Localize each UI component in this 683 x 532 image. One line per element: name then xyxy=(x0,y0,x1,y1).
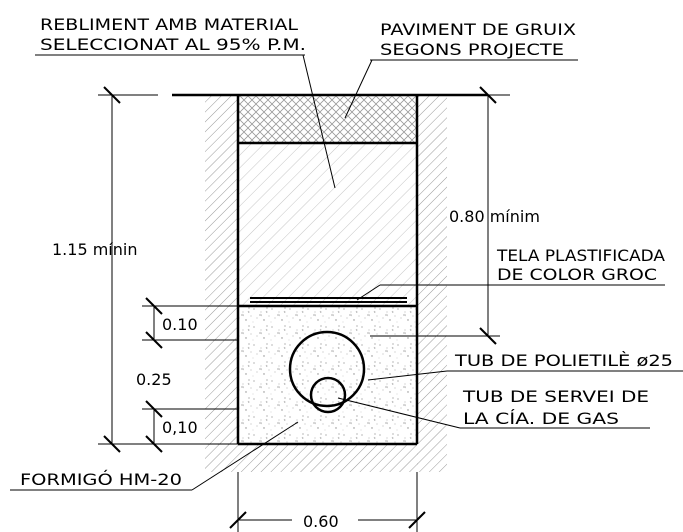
warning-tape xyxy=(250,297,407,303)
concrete-label: FORMIGÓ HM-20 xyxy=(20,470,182,489)
pavement-label-line2: SEGONS PROJECTE xyxy=(380,40,564,59)
soil-right xyxy=(205,95,447,472)
leader-lines xyxy=(10,54,683,491)
pavement-layer xyxy=(238,95,417,143)
min-depth-label: 0.80 mínim xyxy=(449,207,540,226)
dimension-ticks xyxy=(103,86,497,529)
backfill-label-line2: SELECCIONAT AL 95% P.M. xyxy=(40,35,306,54)
gas-pipe-label-line1: TUB DE SERVEI DE xyxy=(462,387,649,406)
backfill-label-line1: REBLIMENT AMB MATERIAL xyxy=(40,15,298,34)
trench-outline xyxy=(236,95,419,446)
gas-pipe-label-line2: LA CÍA. DE GAS xyxy=(463,409,619,428)
tape-label-line1: TELA PLASTIFICADA xyxy=(496,246,665,265)
soil-left xyxy=(205,95,418,472)
dim-bottom-label: 0,10 xyxy=(162,418,198,437)
pipe-label: TUB DE POLIETILÈ ø25 xyxy=(454,351,673,370)
dim-mid-label: 0.25 xyxy=(136,370,172,389)
width-label: 0.60 xyxy=(303,512,339,531)
tape-label-line2: DE COLOR GROC xyxy=(497,265,657,284)
dim-top-label: 0.10 xyxy=(162,315,198,334)
gas-service-pipe xyxy=(309,376,347,414)
polyethylene-pipe xyxy=(288,330,366,408)
total-depth-label: 1.15 mínin xyxy=(52,240,137,259)
dimension-lines xyxy=(98,94,510,532)
backfill-layer xyxy=(238,143,417,306)
pavement-label-line1: PAVIMENT DE GRUIX xyxy=(380,20,576,39)
concrete-layer xyxy=(238,306,417,444)
